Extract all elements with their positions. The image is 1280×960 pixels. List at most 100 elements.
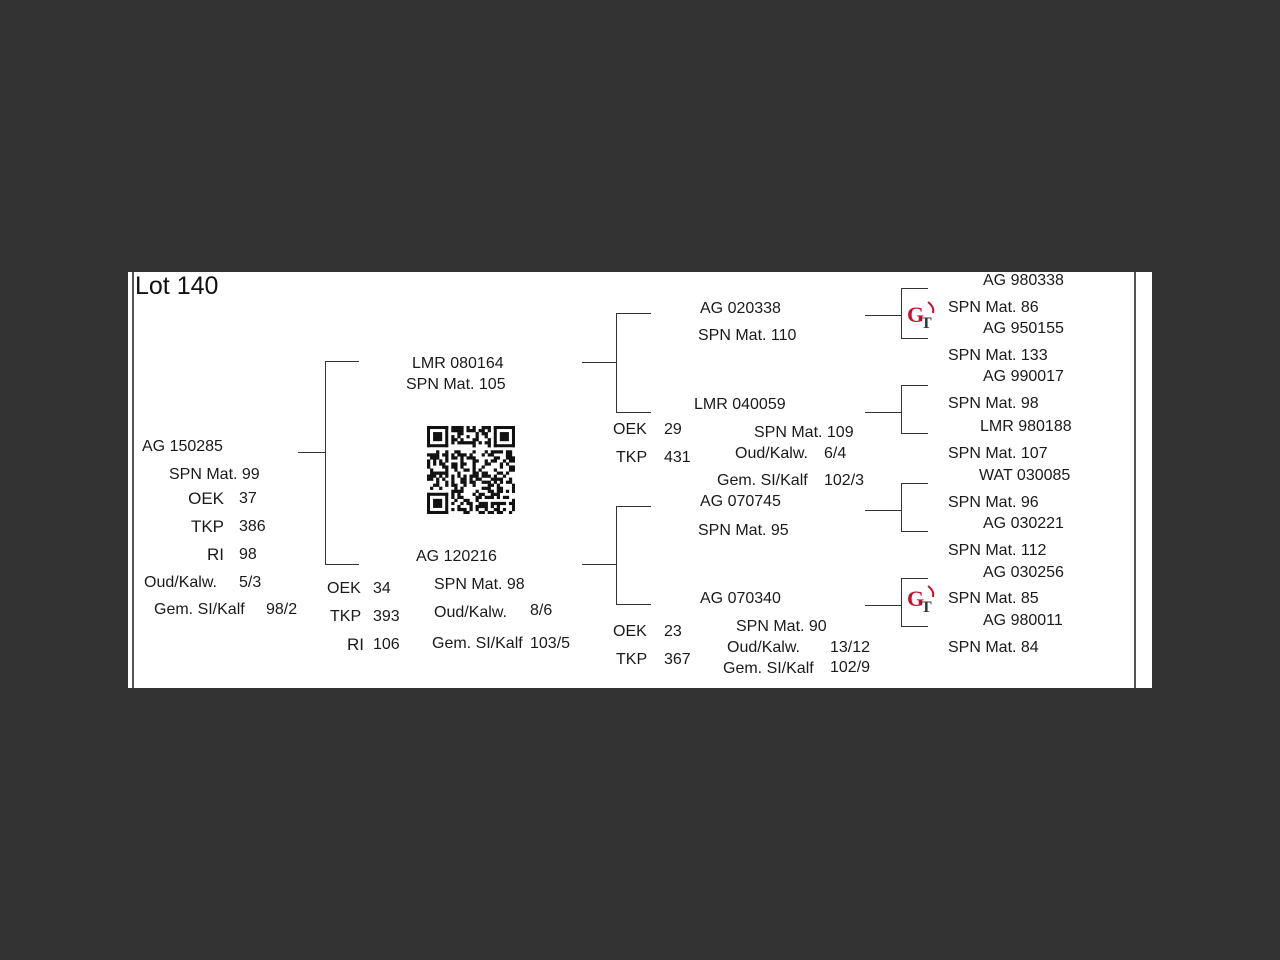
bracket-line <box>616 604 651 605</box>
great-8-id: AG 980011 <box>983 612 1063 629</box>
pedigree-sheet: Lot 140 AG 150285 SPN Mat. 99 OEK 37 TKP… <box>128 272 1152 688</box>
bracket-line <box>901 288 928 289</box>
dam-ri: 106 <box>373 636 400 653</box>
dam-id: AG 120216 <box>416 548 497 565</box>
bracket-line <box>901 385 902 433</box>
great-5-spn: SPN Mat. 96 <box>948 494 1039 511</box>
dam-oud: 8/6 <box>530 602 553 619</box>
animal-id: AG 150285 <box>142 438 223 455</box>
logo-t: T <box>921 315 932 331</box>
great-1-spn: SPN Mat. 86 <box>948 299 1039 316</box>
great-6-spn: SPN Mat. 112 <box>948 542 1047 559</box>
great-4-spn: SPN Mat. 107 <box>948 445 1048 462</box>
logo-g: G <box>907 302 924 327</box>
bracket-line <box>616 412 651 413</box>
sire-sire-spn: SPN Mat. 110 <box>698 327 797 344</box>
great-3-id: AG 990017 <box>983 368 1064 385</box>
great-5-id: WAT 030085 <box>979 467 1071 484</box>
dam-tkp-label: TKP <box>330 608 362 625</box>
bracket-line <box>901 578 928 579</box>
dam-gem: 103/5 <box>530 635 571 652</box>
gt-logo-icon: G T <box>907 301 935 331</box>
right-border <box>1134 272 1136 688</box>
animal-gem: 98/2 <box>266 601 298 618</box>
animal-tkp-label: TKP <box>190 517 224 536</box>
animal-tkp: 386 <box>239 518 266 535</box>
sire-spn: SPN Mat. 105 <box>406 376 506 393</box>
logo-t: T <box>921 599 932 615</box>
sire-sire-id: AG 020338 <box>700 300 781 317</box>
bracket-line <box>582 564 616 565</box>
bracket-line <box>901 578 902 626</box>
sire-dam-tkp: 431 <box>664 449 691 466</box>
logo-g: G <box>907 586 924 611</box>
bracket-line <box>616 313 651 314</box>
dam-spn: SPN Mat. 98 <box>434 576 525 593</box>
dam-dam-spn: SPN Mat. 90 <box>736 618 827 635</box>
dam-oud-label: Oud/Kalw. <box>434 604 507 621</box>
bracket-line <box>865 605 901 606</box>
animal-oud: 5/3 <box>239 574 262 591</box>
bracket-line <box>325 361 326 564</box>
dam-sire-spn: SPN Mat. 95 <box>698 522 789 539</box>
animal-oud-label: Oud/Kalw. <box>144 574 217 591</box>
sire-dam-id: LMR 040059 <box>694 396 786 413</box>
sire-dam-spn: SPN Mat. 109 <box>754 424 854 441</box>
bracket-line <box>901 531 928 532</box>
bracket-line <box>616 506 617 604</box>
great-6-id: AG 030221 <box>983 515 1064 532</box>
dam-dam-gem-label: Gem. SI/Kalf <box>723 660 814 677</box>
bracket-line <box>901 483 902 531</box>
bracket-line <box>325 361 359 362</box>
great-2-spn: SPN Mat. 133 <box>948 347 1048 364</box>
dam-dam-oud-label: Oud/Kalw. <box>727 639 800 656</box>
left-border <box>132 272 134 688</box>
dam-dam-oud: 13/12 <box>830 639 871 656</box>
bracket-line <box>298 452 325 453</box>
sire-dam-oud: 6/4 <box>824 445 847 462</box>
lot-title: Lot 140 <box>135 272 219 300</box>
bracket-line <box>582 362 616 363</box>
dam-gem-label: Gem. SI/Kalf <box>432 635 523 652</box>
sire-id: LMR 080164 <box>412 355 504 372</box>
sire-dam-tkp-label: TKP <box>616 449 648 466</box>
great-4-id: LMR 980188 <box>980 418 1072 435</box>
dam-ri-label: RI <box>347 635 364 654</box>
bracket-line <box>901 385 928 386</box>
animal-gem-label: Gem. SI/Kalf <box>154 601 245 618</box>
animal-ri-label: RI <box>207 545 224 564</box>
dam-dam-oek: 23 <box>664 623 682 640</box>
sire-dam-gem: 102/3 <box>824 472 865 489</box>
bracket-line <box>865 510 901 511</box>
bracket-line <box>865 315 901 316</box>
bracket-line <box>616 506 651 507</box>
dam-oek-label: OEK <box>327 580 361 597</box>
gt-logo-icon: G T <box>907 585 935 615</box>
dam-dam-oek-label: OEK <box>613 623 647 640</box>
sire-dam-oek: 29 <box>664 421 682 438</box>
animal-oek: 37 <box>239 490 257 507</box>
bracket-line <box>901 433 928 434</box>
bracket-line <box>901 288 902 338</box>
bracket-line <box>325 564 359 565</box>
qr-code-icon <box>427 426 515 514</box>
great-3-spn: SPN Mat. 98 <box>948 395 1039 412</box>
dam-dam-id: AG 070340 <box>700 590 781 607</box>
animal-spn: SPN Mat. 99 <box>169 466 260 483</box>
dam-dam-tkp-label: TKP <box>616 651 648 668</box>
bracket-line <box>616 313 617 412</box>
great-7-spn: SPN Mat. 85 <box>948 590 1039 607</box>
great-7-id: AG 030256 <box>983 564 1064 581</box>
animal-oek-label: OEK <box>188 489 224 508</box>
sire-dam-gem-label: Gem. SI/Kalf <box>717 472 808 489</box>
great-1-id: AG 980338 <box>983 272 1064 289</box>
dam-dam-tkp: 367 <box>664 651 691 668</box>
sire-dam-oek-label: OEK <box>613 421 647 438</box>
great-8-spn: SPN Mat. 84 <box>948 639 1039 656</box>
dam-dam-gem: 102/9 <box>830 659 871 676</box>
sire-dam-oud-label: Oud/Kalw. <box>735 445 808 462</box>
dam-oek: 34 <box>373 580 391 597</box>
bracket-line <box>901 626 928 627</box>
bracket-line <box>865 412 901 413</box>
great-2-id: AG 950155 <box>983 320 1064 337</box>
